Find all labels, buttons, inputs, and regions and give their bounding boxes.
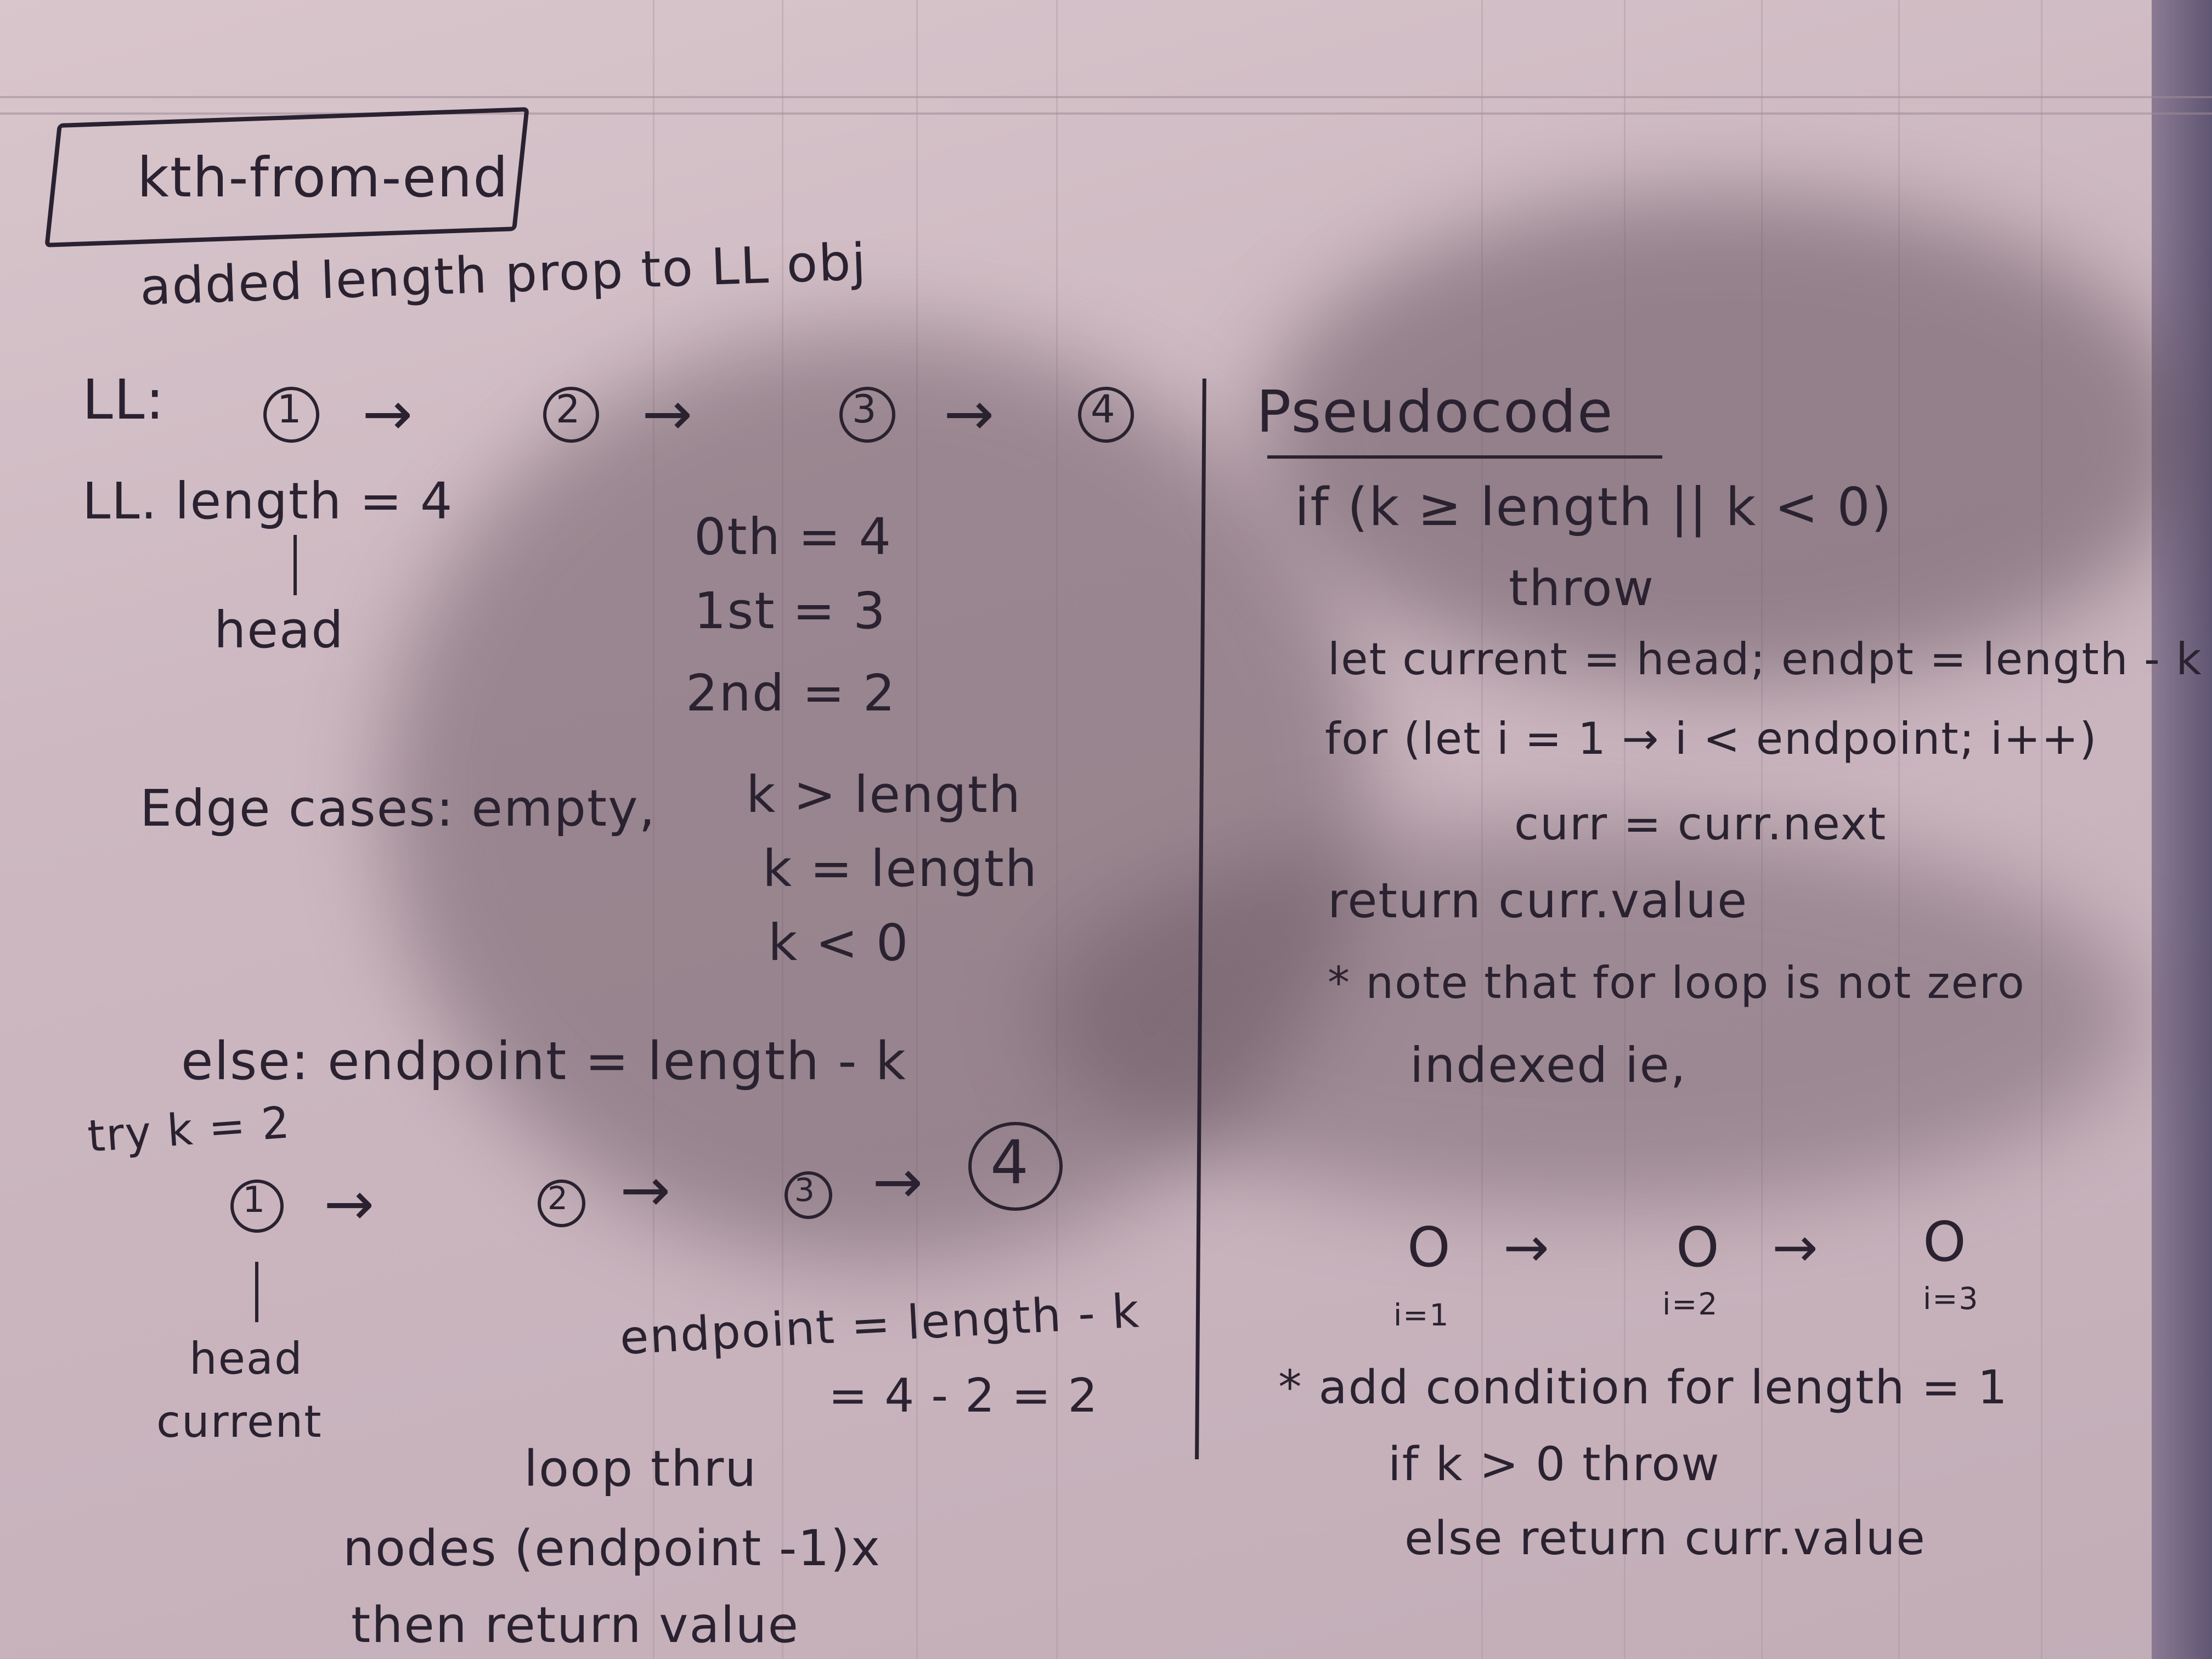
- kth-2: 2nd = 2: [686, 664, 896, 723]
- diagram-label-1: i=1: [1393, 1297, 1450, 1333]
- ruled-line: [0, 96, 2212, 98]
- diagram-label-2: i=2: [1662, 1286, 1719, 1322]
- node-circle: [543, 387, 599, 443]
- diagram-label-3: i=3: [1923, 1281, 1979, 1316]
- arrow: →: [1772, 1215, 1819, 1279]
- loop-line-2: nodes (endpoint -1)x: [343, 1520, 882, 1577]
- node-4: 4: [1091, 387, 1116, 432]
- arrow: →: [642, 379, 694, 449]
- length-line: LL. length = 4: [82, 472, 454, 531]
- current2-label: current: [156, 1396, 323, 1447]
- arrow: →: [872, 1147, 924, 1217]
- ruled-column: [2041, 0, 2042, 1659]
- ruled-column: [916, 0, 918, 1659]
- background-surface: [2152, 0, 2212, 1659]
- pseudo-line-6: return curr.value: [1328, 872, 1748, 929]
- loop-line-1: loop thru: [524, 1440, 758, 1498]
- pseudo-line-7: * note that for loop is not zero: [1328, 957, 2025, 1008]
- ruled-column: [1624, 0, 1626, 1659]
- ruled-column: [782, 0, 783, 1659]
- ruled-column: [1898, 0, 1900, 1659]
- node-circle: [538, 1180, 585, 1227]
- note-line-3: else return curr.value: [1404, 1511, 1926, 1566]
- pseudo-line-2: throw: [1509, 560, 1655, 617]
- ruled-column: [1481, 0, 1483, 1659]
- node2-3: 3: [794, 1171, 816, 1209]
- arrow-up: [294, 535, 297, 595]
- ruled-column: [1056, 0, 1058, 1659]
- page-title: kth-from-end: [137, 145, 509, 210]
- ruled-column: [653, 0, 654, 1659]
- arrow: →: [324, 1169, 376, 1239]
- diagram-node-2: O: [1676, 1215, 1720, 1279]
- node-circle-highlight: [968, 1122, 1063, 1211]
- node2-1: 1: [242, 1180, 267, 1221]
- arrow-up: [255, 1262, 258, 1322]
- ruled-column: [1761, 0, 1763, 1659]
- node-circle: [1078, 387, 1134, 443]
- node-3: 3: [852, 387, 878, 432]
- ruled-line: [0, 112, 2212, 115]
- arrow: →: [620, 1155, 672, 1225]
- edge-case-3: k < 0: [768, 913, 910, 972]
- pseudo-line-3: let current = head; endpt = length - k: [1328, 634, 2203, 685]
- pseudo-line-8: indexed ie,: [1410, 1037, 1687, 1093]
- pseudo-line-1: if (k ≥ length || k < 0): [1295, 477, 1893, 538]
- note-line-2: if k > 0 throw: [1388, 1437, 1720, 1492]
- head-label: head: [214, 601, 345, 659]
- shadow: [1262, 192, 2194, 686]
- note-line-1: * add condition for length = 1: [1278, 1361, 2008, 1415]
- edge-case-2: k = length: [763, 839, 1039, 898]
- node-2: 2: [556, 387, 582, 432]
- node-circle: [839, 387, 895, 443]
- edge-cases-label: Edge cases: empty,: [140, 779, 656, 838]
- kth-1: 1st = 3: [694, 582, 887, 640]
- node-circle: [785, 1171, 832, 1219]
- pseudocode-heading: Pseudocode: [1256, 379, 1614, 445]
- heading-underline: [1267, 455, 1662, 459]
- arrow: →: [944, 379, 996, 449]
- shadow: [384, 329, 1372, 1262]
- pseudo-line-4: for (let i = 1 → i < endpoint; i++): [1325, 713, 2098, 764]
- else-line: else: endpoint = length - k: [181, 1031, 907, 1092]
- node-1: 1: [277, 387, 303, 432]
- node2-4: 4: [990, 1127, 1030, 1198]
- arrow: →: [1503, 1215, 1550, 1279]
- node2-2: 2: [548, 1180, 569, 1217]
- loop-line-3: then return value: [351, 1596, 799, 1654]
- node-circle: [230, 1180, 284, 1233]
- shadow: [1042, 823, 2140, 1207]
- edge-case-1: k > length: [746, 765, 1022, 824]
- diagram-node-1: O: [1407, 1215, 1452, 1279]
- endpoint-line-2: = 4 - 2 = 2: [828, 1369, 1099, 1423]
- head2-label: head: [189, 1333, 303, 1384]
- list-label: LL:: [82, 368, 166, 432]
- pseudo-line-5: curr = curr.next: [1514, 798, 1887, 850]
- node-circle: [263, 387, 319, 443]
- arrow: →: [362, 379, 414, 449]
- diagram-node-3: O: [1923, 1210, 1967, 1274]
- kth-0: 0th = 4: [694, 507, 893, 566]
